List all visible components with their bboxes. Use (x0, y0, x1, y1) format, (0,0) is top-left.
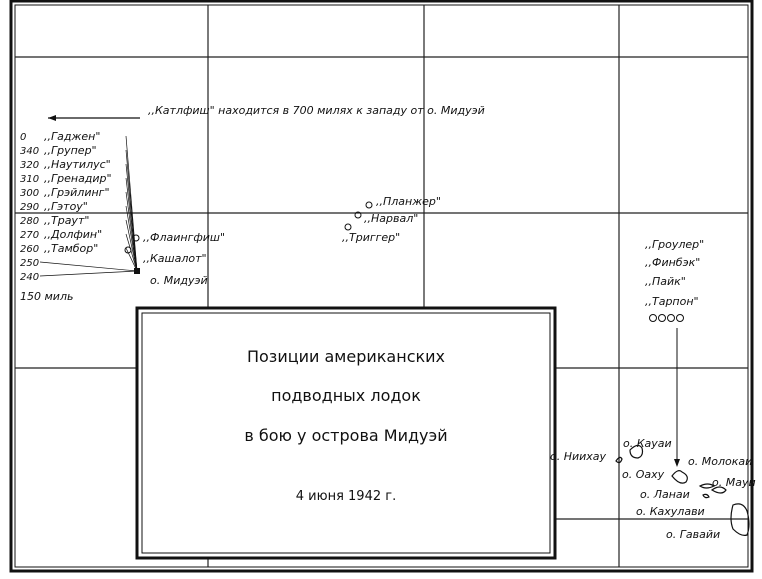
sub-tarpon: ,,Тарпон" (645, 295, 699, 308)
midway-fan (39, 135, 138, 277)
bearing-line (125, 233, 138, 272)
bearing-line (39, 261, 138, 272)
bearing-label: 270 (20, 230, 39, 241)
bearing-label: 260 (20, 244, 39, 255)
bearing-line (125, 219, 138, 272)
sub-growler: ,,Гроулер" (645, 238, 704, 251)
island-lanai: о. Ланаи (640, 488, 690, 501)
map-frame (9, 0, 754, 573)
midway-marker (134, 268, 140, 274)
island-maui: о. Мауи (712, 476, 756, 489)
bearing-line (125, 205, 138, 272)
bearing-label: 340 (20, 146, 39, 157)
sub-dolphin: ,,Долфин" (44, 228, 102, 241)
bearing-label: 310 (20, 174, 39, 185)
sub-nautilus: ,,Наутилус" (44, 158, 111, 171)
midway-label: о. Мидуэй (150, 274, 208, 287)
sub-grayling: ,,Грэйлинг" (44, 186, 110, 199)
island-hawaii: о. Гавайи (666, 528, 720, 541)
bearing-label: 320 (20, 160, 39, 171)
title-line: в бою у острова Мидуэй (244, 426, 447, 445)
sub-flyingfish: ,,Флаингфиш" (143, 231, 225, 244)
grid-lines (15, 5, 748, 567)
sub-plunger: ,,Планжер" (376, 195, 441, 208)
island-kahoolawe: о. Кахулави (636, 505, 705, 518)
sub-trigger: ,,Триггер" (342, 231, 400, 244)
sub-pike: ,,Пайк" (645, 275, 686, 288)
sub-grouper: ,,Групер" (44, 144, 97, 157)
bearing-label: 240 (20, 272, 39, 283)
bearing-label: 280 (20, 216, 39, 227)
title-date: 4 июня 1942 г. (296, 489, 396, 504)
sub-trout: ,,Траут" (44, 214, 89, 227)
bearing-line (125, 191, 138, 272)
east-group-markers (649, 314, 684, 322)
title-line: подводных лодок (271, 386, 421, 405)
sub-cachalot: ,,Кашалот" (143, 252, 207, 265)
sub-finback: ,,Финбэк" (645, 256, 700, 269)
island-niihau: о. Ниихау (550, 450, 607, 463)
bearing-line (39, 270, 138, 277)
hawaiian-islands (615, 444, 750, 536)
bearing-line (125, 247, 138, 272)
island-oahu: о. Оаху (622, 468, 665, 481)
title-line: Позиции американских (247, 347, 445, 366)
sub-tambor: ,,Тамбор" (44, 242, 98, 255)
island-molokai: о. Молокаи (688, 455, 752, 468)
sub-narwhal: ,,Нарвал" (364, 212, 418, 225)
bearing-label: 290 (20, 202, 39, 213)
sub-gato: ,,Гэтоу" (44, 200, 88, 213)
legend-box: Позиции американских подводных лодок в б… (135, 306, 557, 560)
sub-gudgeon: ,,Гаджен" (44, 130, 100, 143)
bearing-label: 300 (20, 188, 39, 199)
sub-grenadier: ,,Гренадир" (44, 172, 112, 185)
bearing-label: 0 (20, 132, 26, 143)
island-kauai: о. Кауаи (623, 437, 672, 450)
note-cuttlefish: ,,Катлфиш" находится в 700 милях к запад… (148, 104, 485, 117)
bearing-label: 250 (20, 258, 39, 269)
distance-label: 150 миль (20, 290, 73, 303)
